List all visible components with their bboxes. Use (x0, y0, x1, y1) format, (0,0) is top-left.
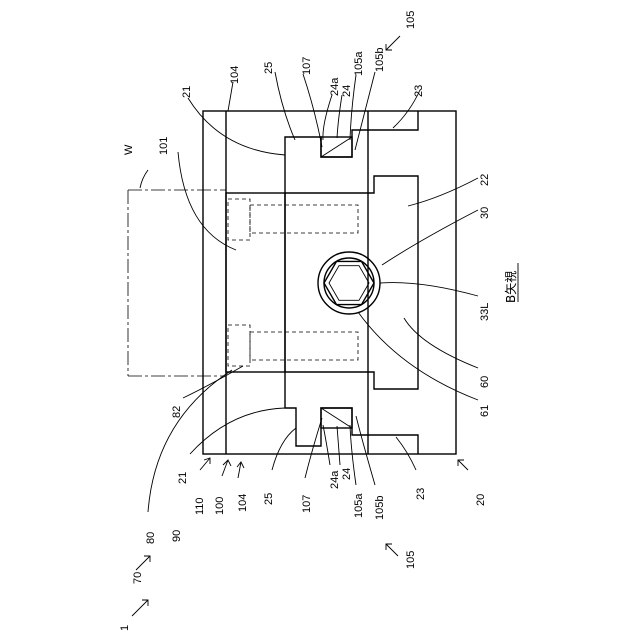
label-107-bottom: 107 (301, 495, 313, 513)
label-23-top: 23 (413, 85, 425, 97)
hex-head-30 (324, 261, 374, 304)
arrow-110 (222, 460, 231, 476)
arrow-1 (132, 600, 148, 616)
label-23-bottom: 23 (415, 488, 427, 500)
key-24-top-diag (321, 137, 352, 157)
label-105-bottom: 105 (405, 551, 417, 569)
label-1: 1 (119, 625, 131, 631)
arrow-90 (200, 458, 210, 470)
arrow-20 (458, 460, 468, 470)
figure-title: B矢視 (503, 271, 518, 303)
workpiece-101 (226, 193, 285, 372)
label-25-bottom: 25 (263, 493, 275, 505)
leader-33L (380, 283, 478, 296)
arrow-105-top (386, 36, 400, 50)
arrow-105-bottom (386, 544, 398, 556)
label-25-top: 25 (263, 62, 275, 74)
bolt-lower-head (228, 325, 250, 366)
label-20: 20 (475, 494, 487, 506)
label-W: W (123, 144, 135, 155)
leader-80 (148, 370, 232, 512)
label-80: 80 (145, 532, 157, 544)
label-107-top: 107 (301, 57, 313, 75)
label-21-top: 21 (181, 86, 193, 98)
label-24a-bottom: 24a (329, 470, 341, 489)
label-70: 70 (132, 572, 144, 584)
label-33L: 33L (479, 303, 491, 321)
label-105a-bottom: 105a (353, 493, 365, 518)
label-105a-top: 105a (353, 51, 365, 76)
label-24a-top: 24a (329, 77, 341, 96)
leader-24a-bottom (323, 425, 330, 465)
label-21-bottom: 21 (177, 472, 189, 484)
leader-24a-top (323, 95, 332, 140)
label-110: 110 (194, 497, 206, 515)
leader-24-top (337, 95, 342, 138)
leader-W (140, 170, 148, 188)
label-104-top: 104 (229, 66, 241, 84)
label-105b-bottom: 105b (374, 496, 386, 520)
bolt-upper-shank (250, 205, 358, 233)
label-24-bottom: 24 (341, 468, 353, 480)
label-24-top: 24 (341, 85, 353, 97)
bolt-upper-head (228, 199, 250, 240)
leader-60 (404, 318, 478, 368)
label-104-bottom: 104 (237, 494, 249, 512)
leader-21-bottom (190, 408, 285, 454)
label-82: 82 (171, 406, 183, 418)
label-90: 90 (171, 530, 183, 542)
label-105b-top: 105b (374, 48, 386, 72)
arrow-70 (136, 556, 150, 570)
bolt-lower-shank (250, 332, 358, 360)
arrow-100 (237, 462, 244, 478)
label-105-top: 105 (405, 11, 417, 29)
right-notch-bottom (368, 435, 418, 454)
leader-104-top (228, 82, 233, 111)
leader-107-bottom (305, 418, 322, 478)
leader-25-top (275, 72, 295, 140)
leader-101 (178, 152, 236, 250)
key-24-bottom-diag (321, 408, 352, 428)
label-61: 61 (479, 405, 491, 417)
leader-30 (382, 210, 478, 265)
label-22: 22 (479, 174, 491, 186)
leader-82 (183, 366, 243, 398)
label-101: 101 (158, 137, 170, 155)
leader-105b-bottom (356, 416, 375, 485)
leader-24-bottom (337, 426, 340, 465)
leader-25-bottom (272, 428, 296, 470)
label-60: 60 (479, 376, 491, 388)
hex-head-inner (329, 266, 369, 301)
label-100: 100 (214, 497, 226, 515)
label-30: 30 (479, 207, 491, 219)
right-notch-top (368, 111, 418, 130)
